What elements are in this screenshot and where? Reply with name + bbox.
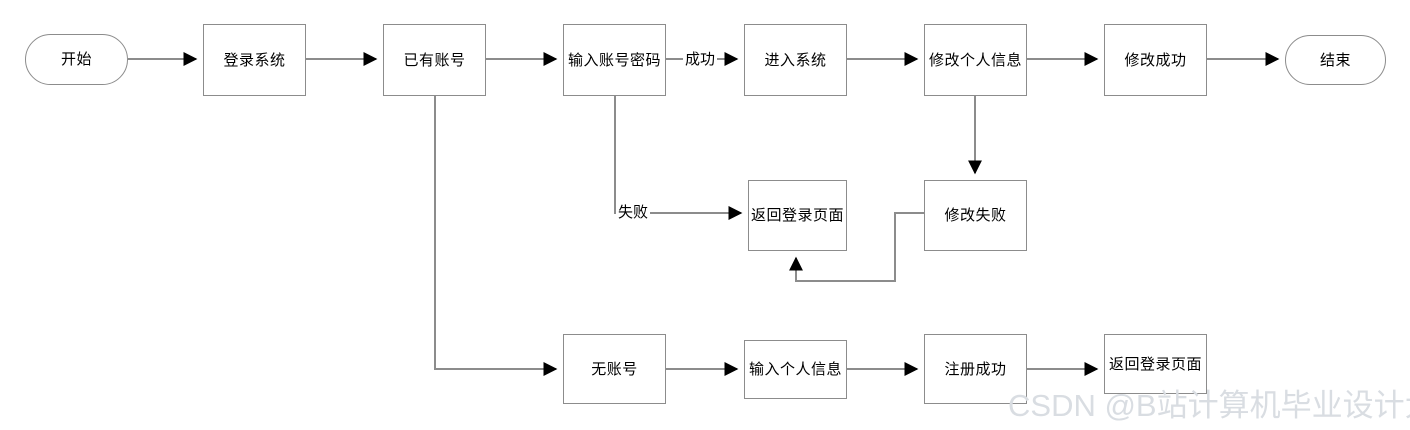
edge-label-success: 成功 bbox=[683, 51, 718, 68]
node-input-personal-info[interactable]: 输入个人信息 bbox=[744, 340, 847, 399]
node-label: 输入个人信息 bbox=[748, 361, 842, 378]
node-label: 修改个人信息 bbox=[928, 51, 1022, 69]
node-back-to-login-page-2[interactable]: 返回登录页面 bbox=[1104, 334, 1207, 394]
edge-inputcred-to-backlogin bbox=[614, 96, 743, 220]
node-edit-failed[interactable]: 修改失败 bbox=[924, 180, 1027, 251]
node-label: 登录系统 bbox=[223, 51, 286, 69]
node-has-account[interactable]: 已有账号 bbox=[383, 24, 486, 96]
node-end[interactable]: 结束 bbox=[1285, 35, 1386, 85]
node-input-credentials[interactable]: 输入账号密码 bbox=[563, 24, 666, 96]
node-no-account[interactable]: 无账号 bbox=[563, 334, 666, 404]
node-enter-system[interactable]: 进入系统 bbox=[744, 24, 847, 96]
node-label: 修改成功 bbox=[1124, 51, 1187, 69]
edge-hasaccount-to-noaccount bbox=[434, 96, 558, 376]
node-label: 已有账号 bbox=[403, 51, 466, 69]
node-label: 无账号 bbox=[591, 360, 638, 378]
node-edit-profile[interactable]: 修改个人信息 bbox=[924, 24, 1027, 96]
node-edit-success[interactable]: 修改成功 bbox=[1104, 24, 1207, 96]
node-label: 结束 bbox=[1319, 51, 1351, 69]
node-label: 开始 bbox=[60, 51, 92, 68]
node-start[interactable]: 开始 bbox=[25, 34, 128, 85]
node-label: 进入系统 bbox=[764, 51, 827, 69]
node-login-system[interactable]: 登录系统 bbox=[203, 24, 306, 96]
node-register-success[interactable]: 注册成功 bbox=[924, 334, 1027, 404]
edge-label-fail: 失败 bbox=[616, 204, 651, 221]
node-label: 修改失败 bbox=[944, 207, 1007, 224]
node-label: 输入账号密码 bbox=[567, 51, 661, 69]
node-label: 返回登录页面 bbox=[750, 207, 844, 224]
node-back-to-login-page-1[interactable]: 返回登录页面 bbox=[748, 180, 847, 251]
node-label: 返回登录页面 bbox=[1108, 355, 1202, 373]
node-label: 注册成功 bbox=[944, 360, 1007, 378]
edge-editfail-to-backlogin bbox=[789, 212, 924, 282]
